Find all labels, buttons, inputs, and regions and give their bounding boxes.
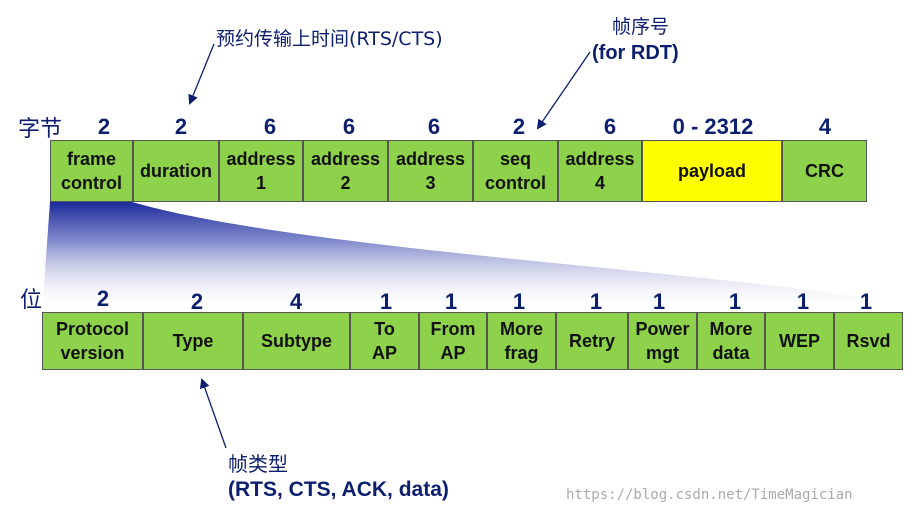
field-payload: payload	[642, 140, 782, 202]
field-address-3: address 3	[388, 140, 473, 202]
field-address-1: address 1	[219, 140, 303, 202]
bit-size: 2	[96, 286, 110, 311]
field-seq-control: seq control	[473, 140, 558, 202]
field-duration: duration	[133, 140, 219, 202]
rts-cts-annotation: 预约传输上时间(RTS/CTS)	[216, 28, 443, 50]
field-size: 2	[512, 114, 526, 139]
bit-rsvd: Rsvd	[834, 312, 903, 370]
bit-more-frag: More frag	[487, 312, 556, 370]
field-size: 6	[427, 114, 441, 139]
field-size: 6	[342, 114, 356, 139]
field-size: 6	[603, 114, 617, 139]
bit-to-ap: To AP	[350, 312, 419, 370]
bit-size: 1	[728, 289, 742, 314]
bit-retry: Retry	[556, 312, 628, 370]
seq-annotation-cn: 帧序号	[612, 16, 670, 38]
rts-cts-arrow	[188, 43, 215, 105]
field-address-2: address 2	[303, 140, 388, 202]
bits-label: 位	[20, 288, 43, 313]
type-annotation-en: (RTS, CTS, ACK, data)	[228, 478, 449, 501]
field-frame-control: frame control	[50, 140, 133, 202]
field-size: 6	[263, 114, 277, 139]
bit-size: 1	[512, 289, 526, 314]
bit-size: 1	[859, 289, 873, 314]
field-size: 2	[97, 114, 111, 139]
bit-size: 1	[652, 289, 666, 314]
field-address-4: address 4	[558, 140, 642, 202]
bit-size: 4	[289, 289, 303, 314]
bit-type: Type	[143, 312, 243, 370]
bit-wep: WEP	[765, 312, 834, 370]
field-size: 2	[174, 114, 188, 139]
bit-subtype: Subtype	[243, 312, 350, 370]
bit-size: 1	[796, 289, 810, 314]
watermark: https://blog.csdn.net/TimeMagician	[566, 487, 853, 503]
field-size: 4	[818, 114, 832, 139]
bit-more-data: More data	[697, 312, 765, 370]
bit-protocol-version: Protocol version	[42, 312, 143, 370]
bit-size: 1	[589, 289, 603, 314]
type-annotation-cn: 帧类型	[228, 452, 288, 476]
seq-arrow	[536, 51, 591, 130]
bit-size: 2	[190, 289, 204, 314]
bit-from-ap: From AP	[419, 312, 487, 370]
bytes-label: 字节	[18, 117, 63, 142]
field-crc: CRC	[782, 140, 867, 202]
seq-annotation-en: (for RDT)	[592, 42, 679, 64]
field-size: 0 - 2312	[672, 114, 754, 139]
bit-size: 1	[444, 289, 458, 314]
bit-size: 1	[379, 289, 393, 314]
type-arrow	[199, 378, 227, 449]
bit-power-mgt: Power mgt	[628, 312, 697, 370]
